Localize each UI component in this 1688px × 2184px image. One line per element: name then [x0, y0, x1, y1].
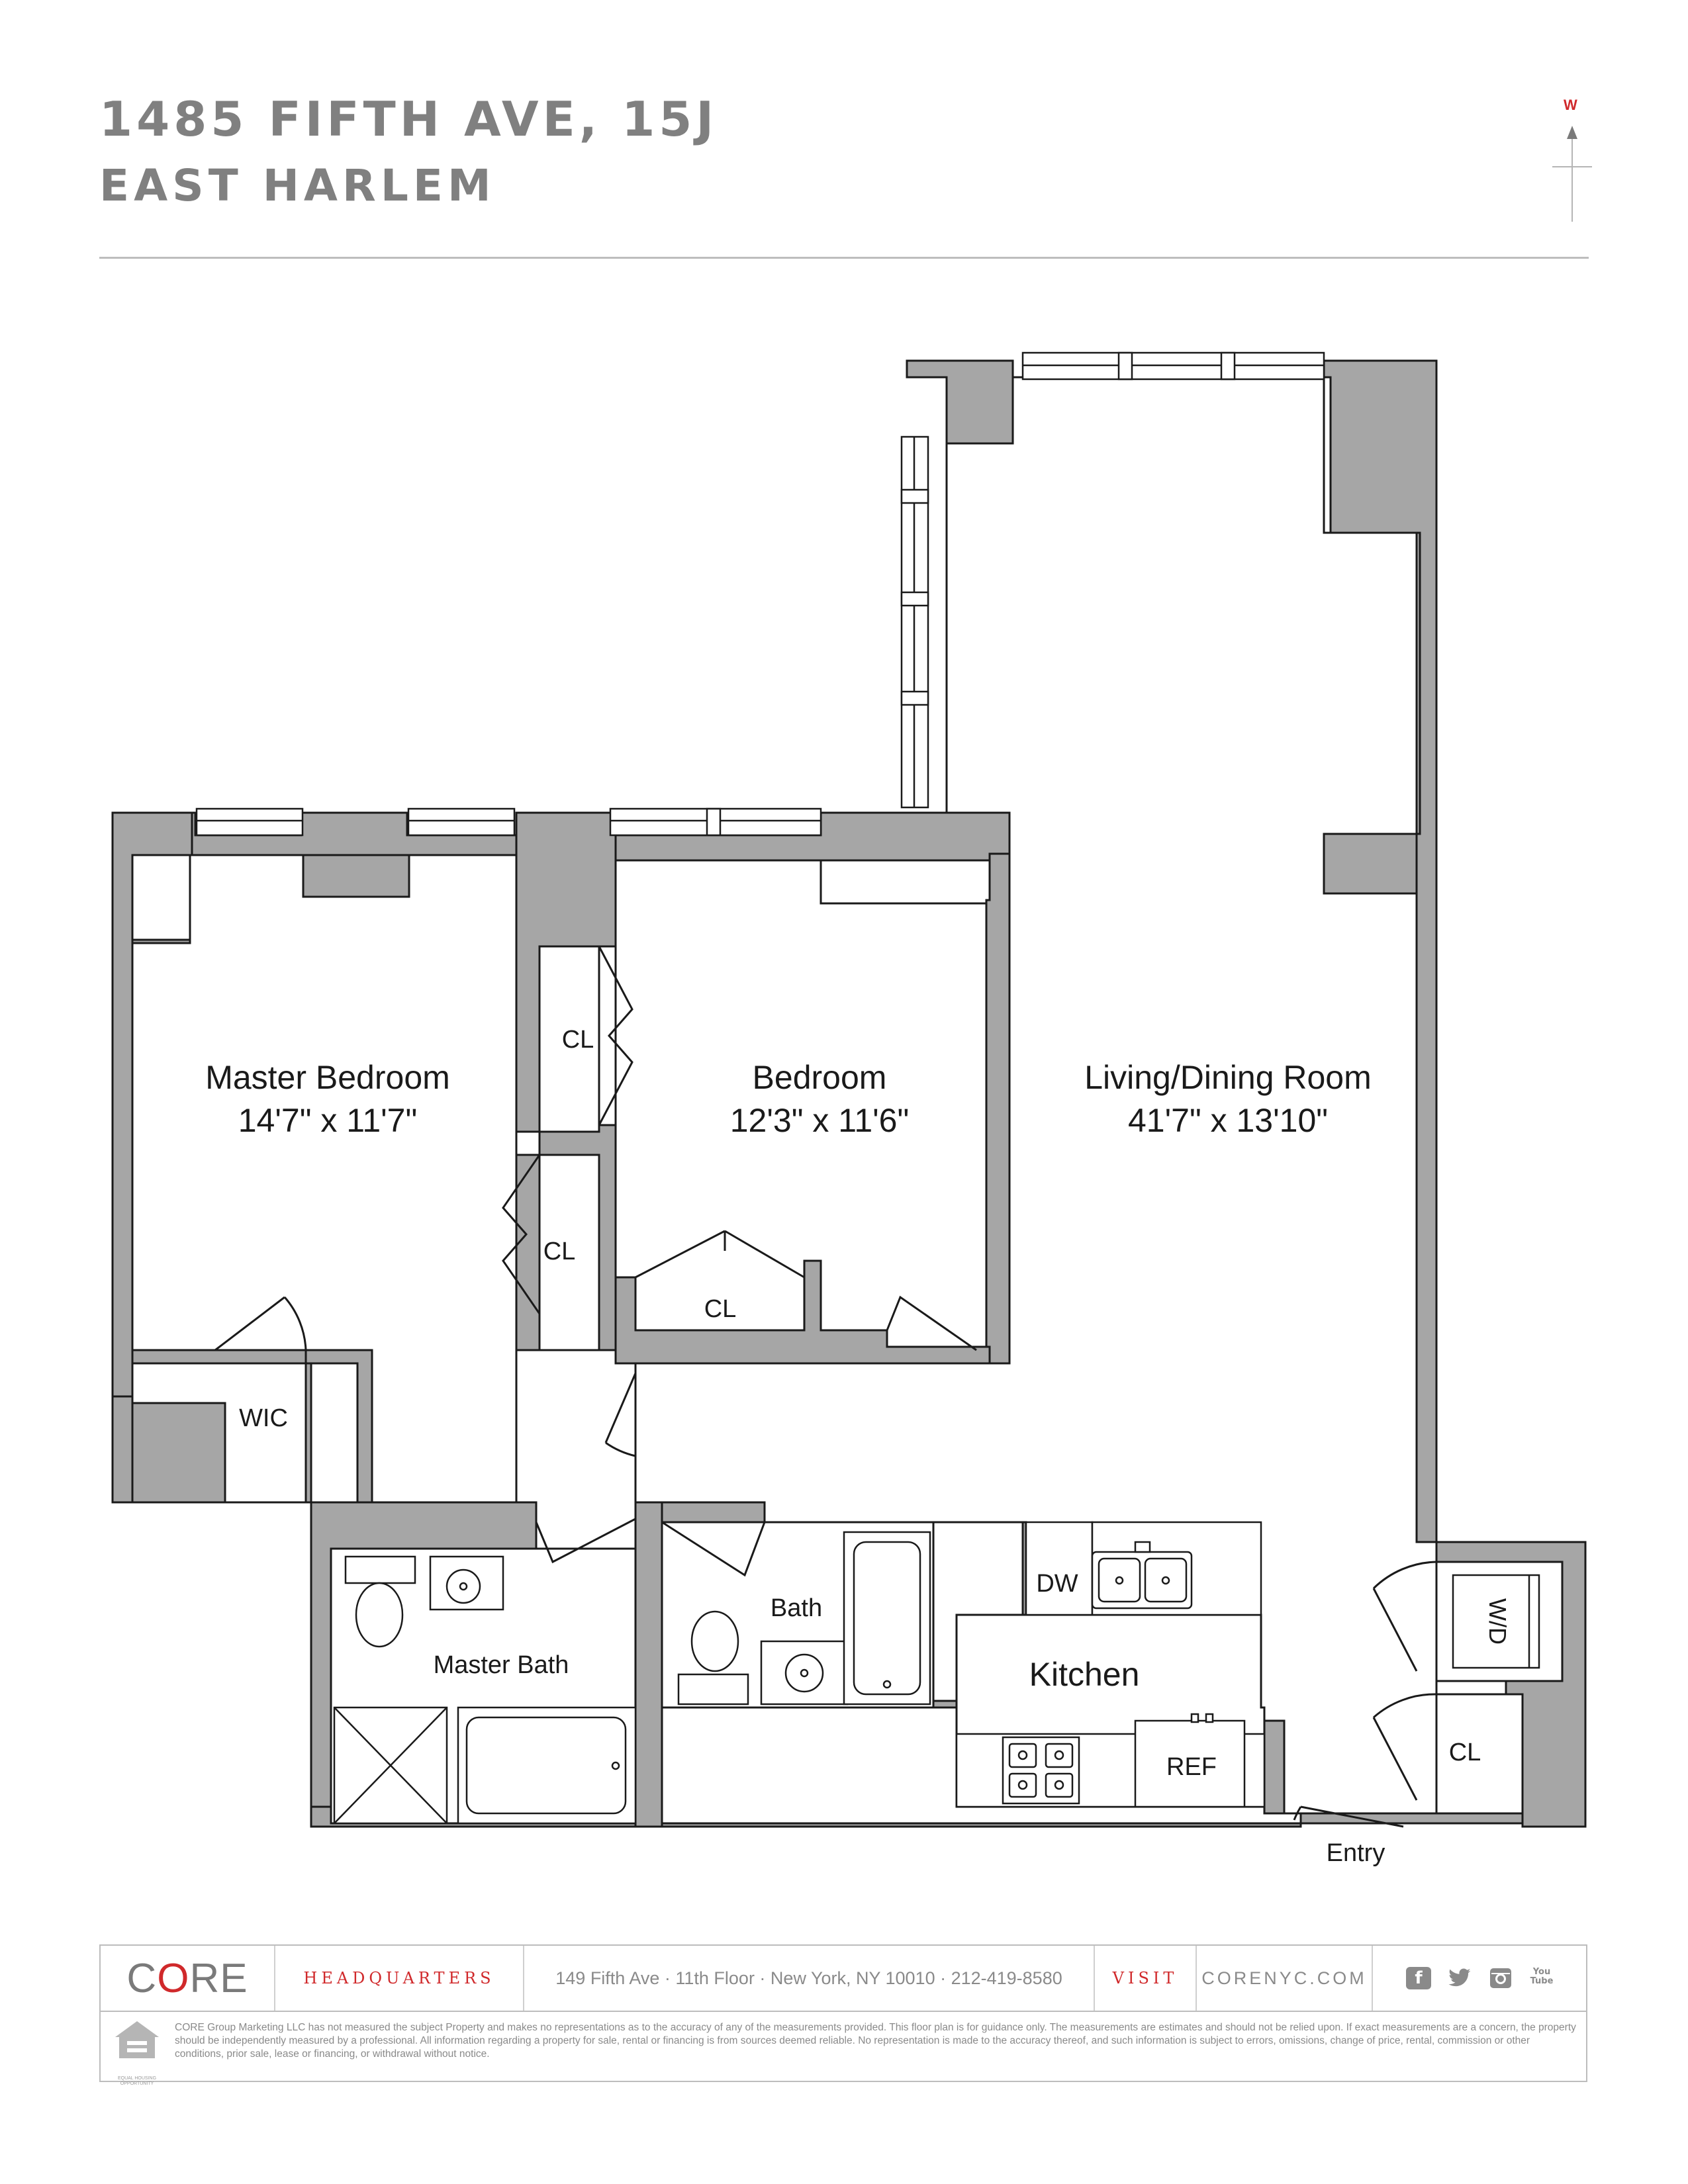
equal-housing-logo: EQUAL HOUSING OPPORTUNITY	[113, 2019, 162, 2086]
living-dims: 41'7" x 13'10"	[1128, 1102, 1328, 1139]
social-links: f You Tube	[1373, 1946, 1587, 2011]
label-master-bath: Master Bath	[434, 1651, 569, 1679]
twitter-icon[interactable]	[1447, 1967, 1472, 1989]
living-name: Living/Dining Room	[1084, 1059, 1372, 1096]
door-wd	[1372, 1561, 1437, 1672]
room-cl-master	[538, 1154, 600, 1351]
logo-text-c: C	[126, 1955, 158, 2001]
footer-top-row: CORE HEADQUARTERS 149 Fifth Ave · 11th F…	[101, 1946, 1586, 2012]
refrigerator	[1134, 1719, 1246, 1808]
door-master-bedroom	[604, 1373, 637, 1457]
footer-divider	[1196, 1946, 1197, 2011]
doors	[214, 946, 1437, 1828]
toilet-bowl-master	[355, 1582, 404, 1648]
door-bedroom	[886, 1295, 977, 1351]
equal-housing-text: EQUAL HOUSING OPPORTUNITY	[117, 2076, 157, 2086]
footer-divider	[1094, 1946, 1095, 2011]
label-wd: W/D	[1484, 1598, 1511, 1645]
footer-divider	[523, 1946, 524, 2011]
legal-disclaimer: CORE Group Marketing LLC has not measure…	[175, 2022, 1576, 2060]
wall-entry-right	[1263, 1719, 1286, 1815]
door-closet-master	[502, 1154, 541, 1314]
youtube-icon[interactable]: You Tube	[1530, 1967, 1554, 1986]
door-entry	[1293, 1805, 1404, 1828]
hq-label: HEADQUARTERS	[303, 1969, 495, 1987]
core-logo[interactable]: CORE	[101, 1946, 274, 2011]
fixtures	[333, 1521, 1540, 1825]
wall-wic-east	[305, 1349, 373, 1504]
footer-divider	[274, 1946, 275, 2011]
master-bedroom-name: Master Bedroom	[205, 1059, 450, 1096]
washer-dryer	[1452, 1574, 1540, 1669]
label-cl-entry: CL	[1449, 1739, 1481, 1766]
wall-living-west-tower	[906, 359, 1014, 445]
room-bedroom	[614, 859, 988, 1348]
facebook-icon[interactable]: f	[1406, 1967, 1431, 1989]
label-entry: Entry	[1327, 1839, 1385, 1867]
footer-divider	[1372, 1946, 1373, 2011]
bedroom-dims: 12'3" x 11'6"	[730, 1102, 910, 1139]
label-wic: WIC	[239, 1404, 288, 1432]
hq-address: 149 Fifth Ave · 11th Floor · New York, N…	[555, 1968, 1062, 1988]
label-cl-bedroom-lower: CL	[704, 1295, 737, 1323]
door-master-bath	[535, 1518, 636, 1564]
website-link[interactable]: CORENYC.COM	[1201, 1968, 1367, 1988]
label-cl-master: CL	[543, 1238, 576, 1265]
door-wic	[214, 1296, 307, 1351]
toilet-tank-bath	[677, 1673, 749, 1706]
label-kitchen: Kitchen	[1029, 1656, 1140, 1693]
room-cl-entry	[1435, 1693, 1524, 1815]
header-divider	[99, 257, 1589, 259]
dishwasher	[1025, 1521, 1094, 1616]
wall-bath-divider	[634, 1501, 663, 1828]
door-closet-bedroom-lower	[635, 1230, 805, 1279]
room-cl-bedroom-upper	[538, 945, 600, 1133]
listing-address: 1485 FIFTH AVE, 15J	[99, 91, 718, 147]
window-master-2	[407, 807, 516, 837]
bedroom-name: Bedroom	[753, 1059, 887, 1096]
door-cl-entry	[1372, 1693, 1437, 1801]
room-wic	[131, 1362, 307, 1504]
visit-label: VISIT	[1112, 1969, 1178, 1987]
toilet-bowl-bath	[690, 1610, 739, 1672]
instagram-icon[interactable]	[1488, 1967, 1513, 1989]
logo-text-o: O	[157, 1955, 190, 2001]
label-ref: REF	[1166, 1753, 1217, 1781]
logo-text-re: RE	[189, 1955, 248, 2001]
window-master-1	[195, 807, 304, 837]
footer: CORE HEADQUARTERS 149 Fifth Ave · 11th F…	[99, 1944, 1587, 2086]
wall-bedroom-east	[985, 852, 1011, 1365]
north-arrow-icon	[1552, 126, 1592, 222]
compass-direction-label: W	[1564, 97, 1577, 113]
door-bath	[661, 1521, 766, 1577]
master-bedroom-dims: 14'7" x 11'7"	[238, 1102, 418, 1139]
toilet-tank-master	[344, 1555, 416, 1584]
label-bath: Bath	[771, 1594, 822, 1622]
label-cl-bedroom-upper: CL	[562, 1026, 594, 1054]
label-dw: DW	[1036, 1570, 1078, 1598]
door-closet-bedroom-upper	[598, 946, 633, 1126]
neighborhood-title: EAST HARLEM	[99, 160, 496, 211]
windows	[195, 351, 1325, 837]
